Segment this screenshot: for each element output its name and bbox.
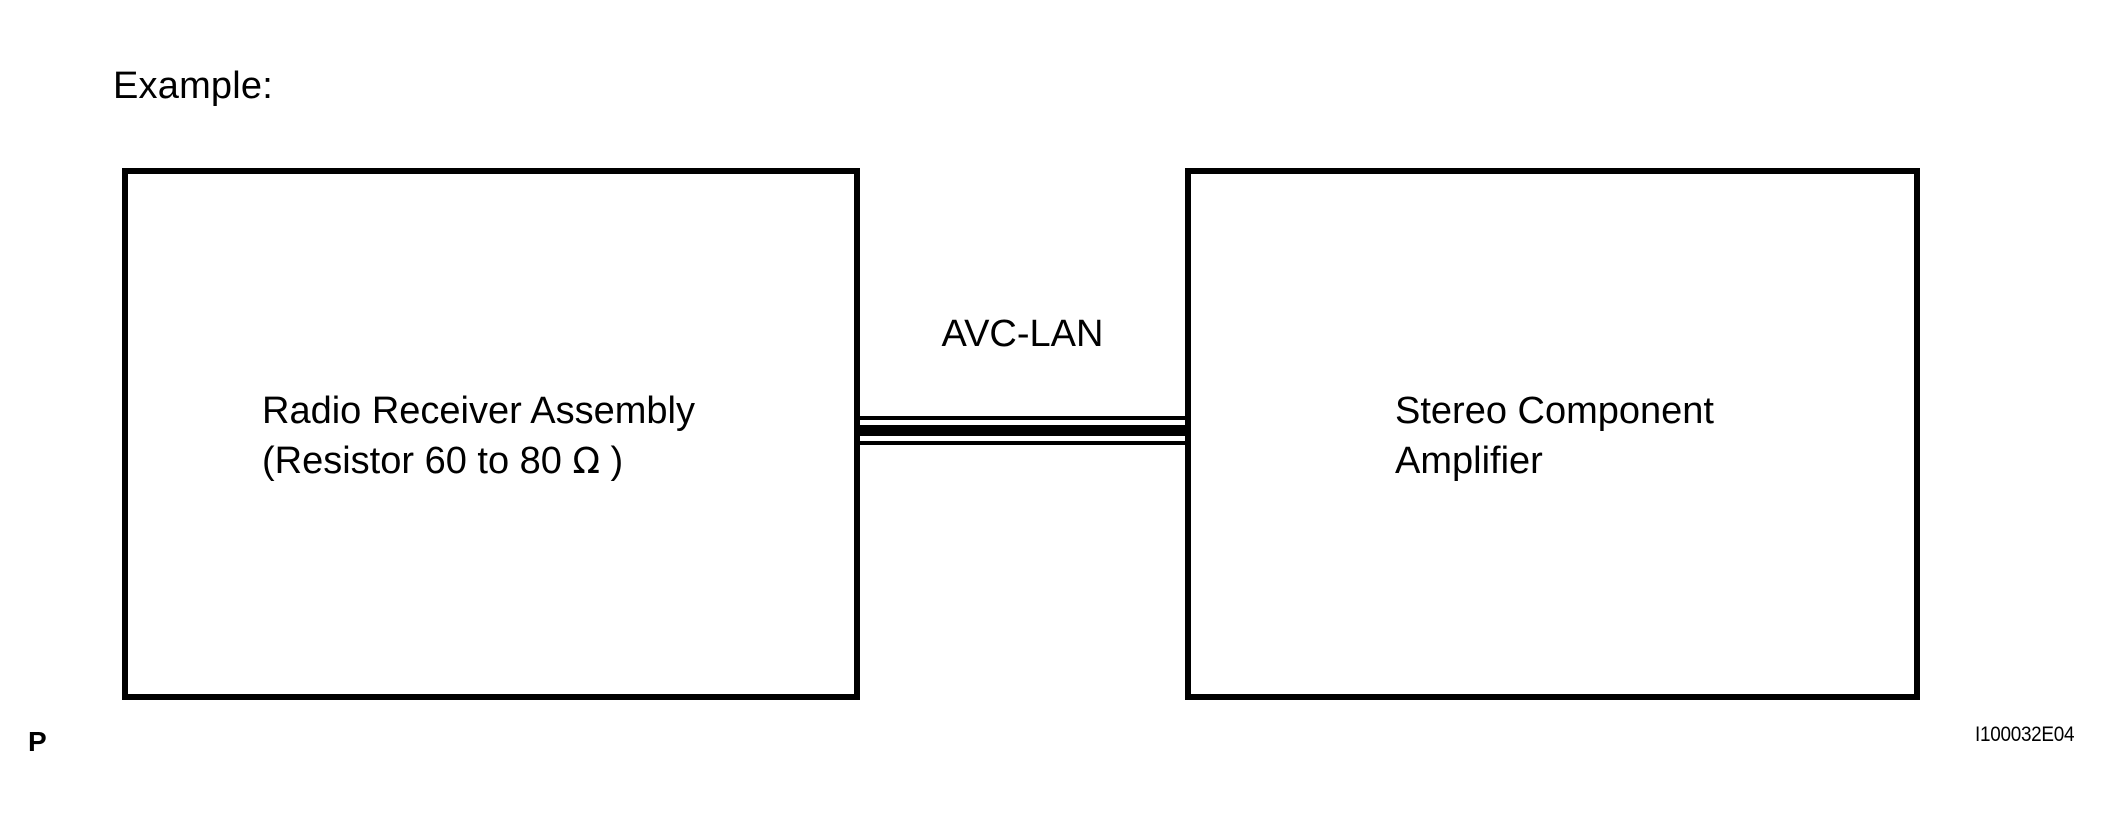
bus-line-lower xyxy=(858,441,1187,445)
resistor-paren-close: ) xyxy=(600,440,624,482)
connector-avc-lan-bus xyxy=(858,416,1187,445)
block-stereo-component-amplifier: Stereo Component Amplifier xyxy=(1185,168,1920,700)
page-title: Example: xyxy=(113,65,274,107)
block-radio-receiver-assembly: Radio Receiver Assembly (Resistor 60 to … xyxy=(122,168,860,700)
block-radio-receiver-label: Radio Receiver Assembly (Resistor 60 to … xyxy=(262,386,695,487)
block-radio-receiver-title: Radio Receiver Assembly xyxy=(262,390,695,432)
bus-line-core xyxy=(858,425,1187,436)
block-stereo-amplifier-label: Stereo Component Amplifier xyxy=(1395,386,1714,486)
ohm-symbol: Ω xyxy=(572,441,600,482)
resistor-range-text: (Resistor 60 to 80 xyxy=(262,440,573,482)
block-radio-receiver-subtitle: (Resistor 60 to 80 Ω ) xyxy=(262,436,695,487)
page-position-mark: P xyxy=(28,726,47,757)
bus-line-upper xyxy=(858,416,1187,420)
figure-reference-code: I100032E04 xyxy=(1975,723,2075,746)
block-stereo-amplifier-title: Stereo Component xyxy=(1395,390,1714,432)
block-stereo-amplifier-subtitle: Amplifier xyxy=(1395,440,1543,482)
connection-label-avc-lan: AVC-LAN xyxy=(941,313,1104,355)
